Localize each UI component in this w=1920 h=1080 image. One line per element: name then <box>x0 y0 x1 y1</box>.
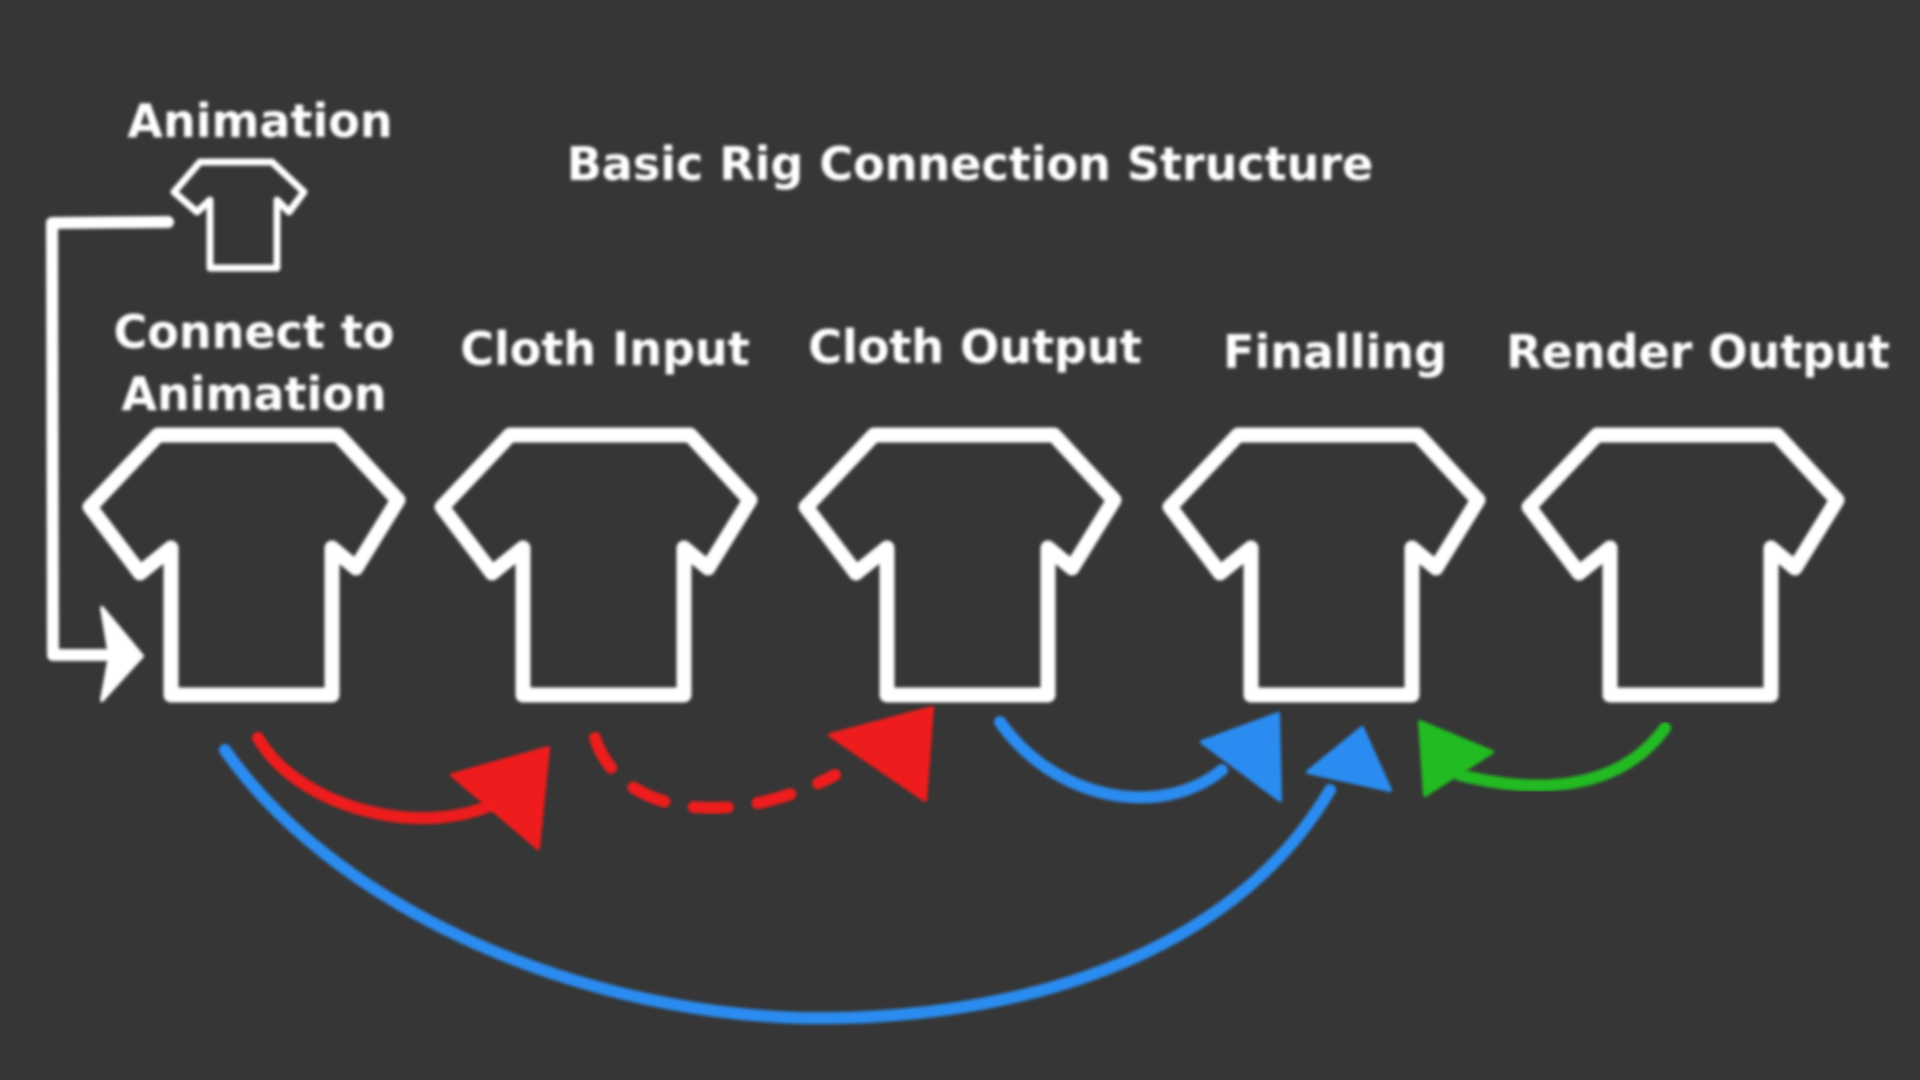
diagram-title: Basic Rig Connection Structure <box>567 137 1374 191</box>
animation-node-shirt-icon <box>170 158 308 272</box>
node-cloth-out-shirt-icon <box>798 427 1122 703</box>
animation-label: Animation <box>127 94 392 148</box>
node-finalling-shirt-icon <box>1162 427 1486 703</box>
connection-connect-to-finalling <box>219 744 1336 1025</box>
connection-animation-to-connect-arrowhead <box>100 606 144 702</box>
node-cloth-in-shirt-icon <box>434 427 758 703</box>
connection-cloth-output-to-finalling <box>994 716 1228 804</box>
connection-animation-to-connect <box>46 216 174 661</box>
connection-connect-to-cloth-input-arrowhead <box>450 746 550 850</box>
connection-connect-to-finalling-arrowhead <box>1306 726 1392 792</box>
node-label-connect-line1: Connect to <box>114 305 395 359</box>
connection-cloth-input-to-cloth-output-arrowhead <box>828 706 934 802</box>
connection-render-to-finalling-arrowhead <box>1418 720 1494 797</box>
node-render-shirt-icon <box>1521 427 1845 703</box>
connection-render-to-finalling <box>1454 722 1671 792</box>
node-label-finalling: Finalling <box>1223 325 1447 379</box>
connection-cloth-output-to-finalling-arrowhead <box>1200 712 1282 802</box>
node-shirts <box>82 427 1845 703</box>
node-label-cloth-input: Cloth Input <box>460 322 749 376</box>
node-label-cloth-output: Cloth Output <box>808 320 1141 374</box>
connection-cloth-input-to-cloth-output <box>589 732 841 814</box>
connection-connect-to-cloth-input <box>252 732 511 824</box>
node-connect-shirt-icon <box>82 427 406 703</box>
node-label-connect-line2: Animation <box>121 367 386 421</box>
node-label-render-output: Render Output <box>1506 325 1890 379</box>
